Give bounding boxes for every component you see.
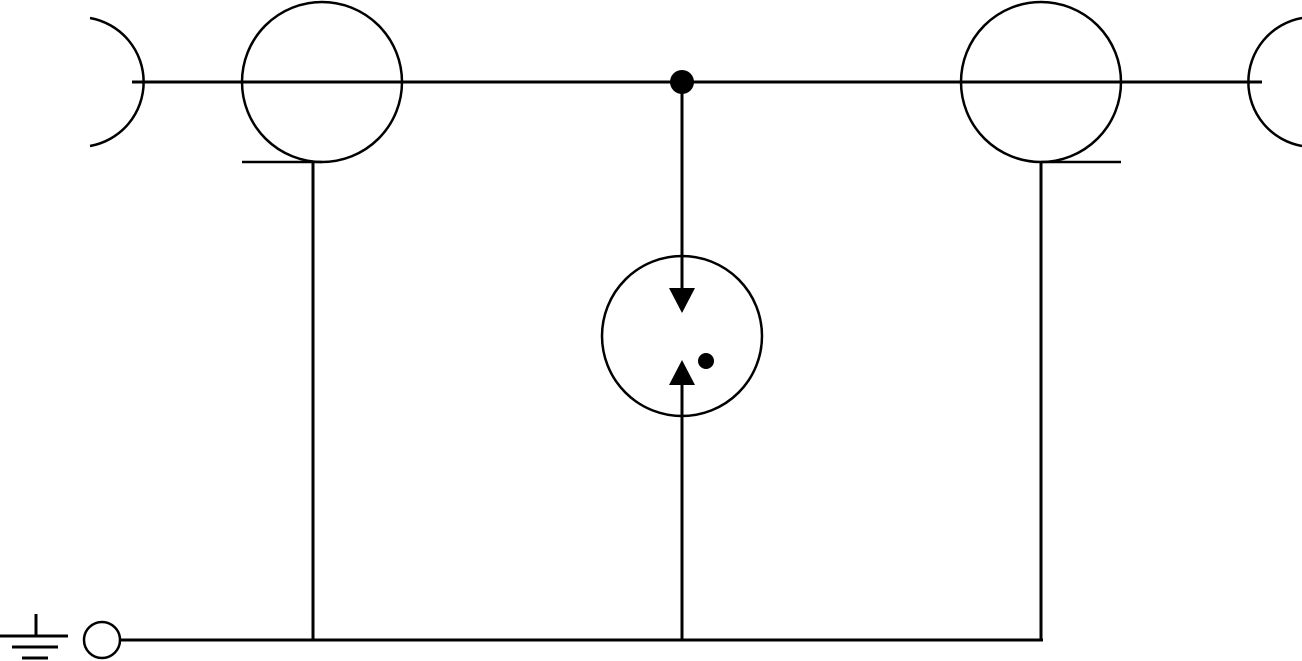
arrow-up-icon (669, 360, 695, 385)
ground-terminal-circle (82, 620, 122, 660)
arrester-dot (698, 353, 714, 369)
ground-icon (0, 614, 68, 660)
surge-arrester-circle (600, 254, 764, 418)
arrow-down-icon (669, 288, 695, 313)
